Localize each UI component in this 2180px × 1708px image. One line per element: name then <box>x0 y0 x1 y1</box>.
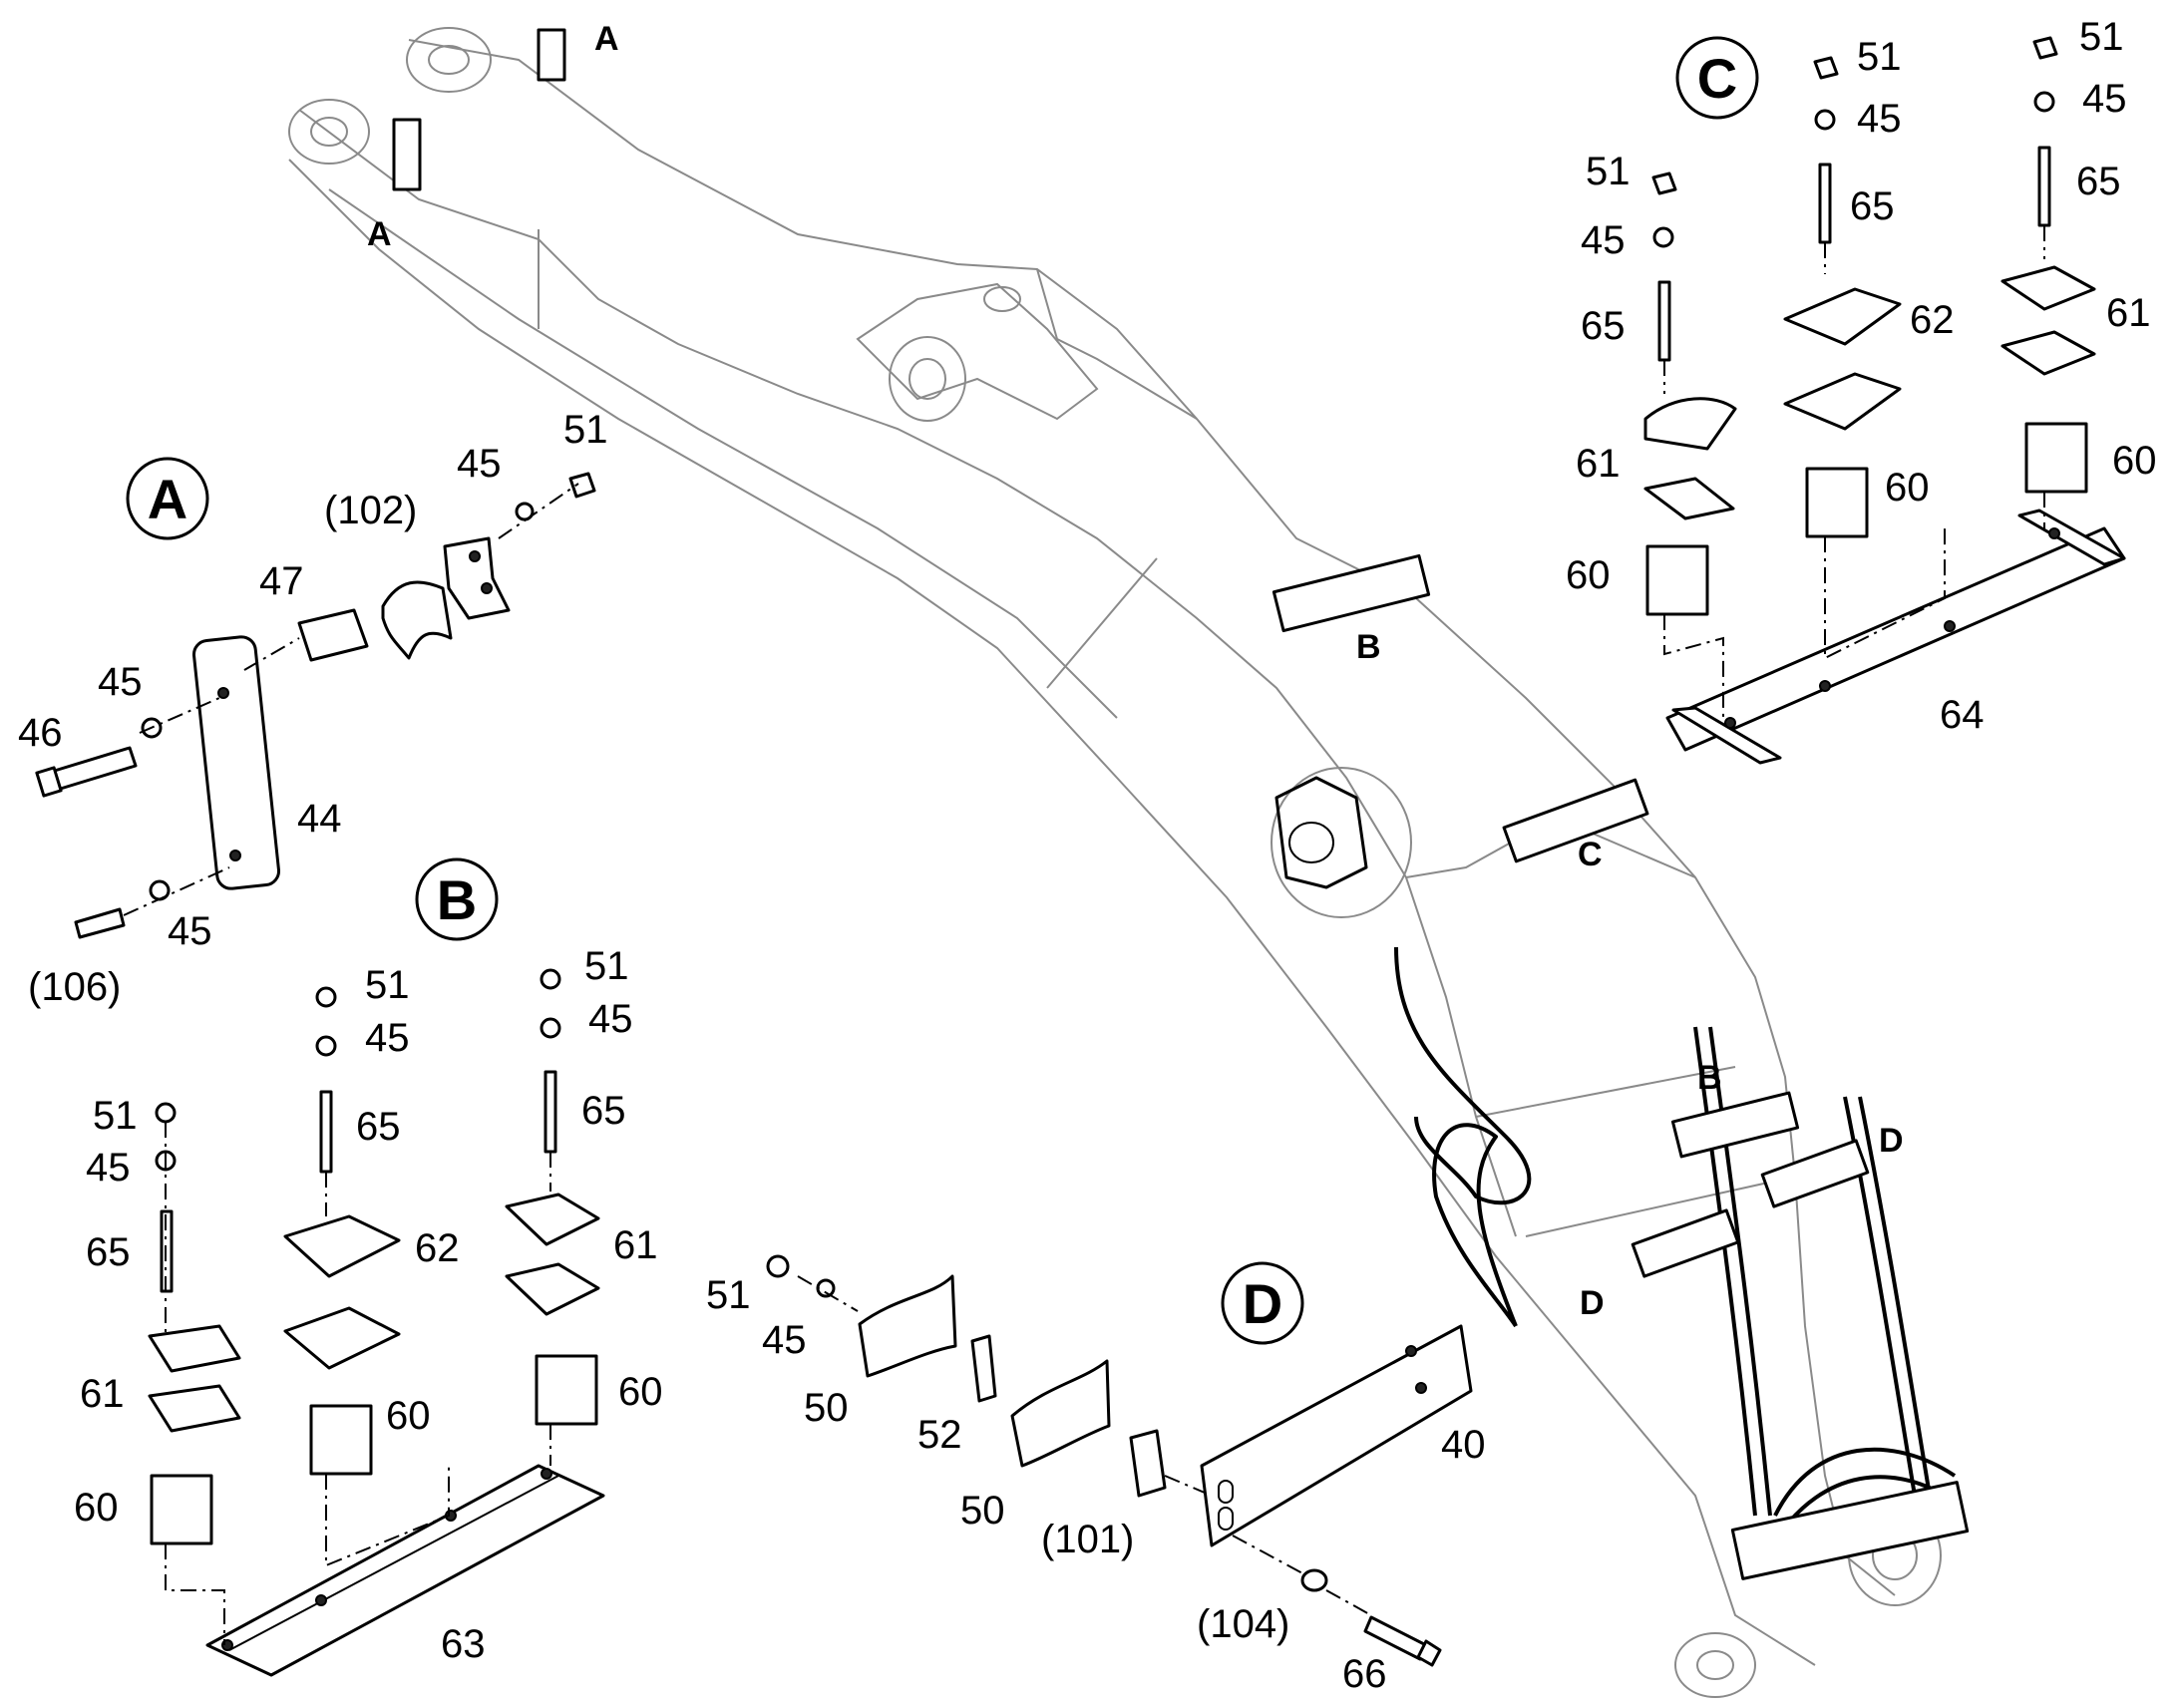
detail-c-label: 64 <box>1940 693 1985 737</box>
boom-tag-d: D <box>1580 1284 1605 1322</box>
boom-tag-b: B <box>1697 1059 1722 1097</box>
boom-tag-a: A <box>594 20 619 58</box>
detail-a-label: 45 <box>98 660 143 704</box>
boom-tag-a: A <box>367 215 392 253</box>
detail-d-label: 45 <box>762 1318 807 1362</box>
detail-b-label: 63 <box>441 1622 486 1666</box>
detail-c-label: 51 <box>1586 150 1631 193</box>
boom-tag-c: C <box>1578 836 1603 873</box>
detail-a-label: (102) <box>324 489 417 532</box>
detail-d-label: (104) <box>1197 1602 1289 1646</box>
detail-c-label: 65 <box>1850 184 1895 228</box>
detail-b-label: 61 <box>613 1223 658 1267</box>
detail-b-label: 60 <box>74 1486 119 1530</box>
detail-c-label: 62 <box>1910 298 1955 342</box>
detail-a-parts <box>35 472 596 939</box>
detail-b-label: 51 <box>93 1094 138 1138</box>
detail-b-label: 61 <box>80 1372 125 1416</box>
detail-b-label: 65 <box>581 1089 626 1133</box>
detail-a-label: 45 <box>457 442 502 486</box>
detail-c-label: 61 <box>2106 291 2151 335</box>
detail-b-label: 51 <box>584 944 629 988</box>
svg-text:A: A <box>148 468 187 530</box>
svg-text:C: C <box>1697 47 1737 110</box>
detail-d-label: 66 <box>1342 1652 1387 1696</box>
detail-marker-b: B <box>415 857 499 941</box>
detail-c-label: 65 <box>1581 304 1626 348</box>
detail-d-label: 52 <box>917 1413 962 1457</box>
detail-c-label: 65 <box>2076 160 2121 203</box>
detail-a-label: 45 <box>168 909 212 953</box>
detail-c-label: 60 <box>2112 439 2157 483</box>
detail-a-label: 47 <box>259 559 304 603</box>
detail-b-label: 45 <box>588 997 633 1041</box>
detail-marker-a: A <box>126 457 209 540</box>
detail-c-label: 60 <box>1885 466 1930 510</box>
detail-d-label: (101) <box>1041 1518 1134 1561</box>
detail-b-label: 60 <box>618 1370 663 1414</box>
detail-b-label: 62 <box>415 1226 460 1270</box>
detail-c-label: 45 <box>2082 77 2127 121</box>
detail-marker-c: C <box>1675 36 1759 120</box>
detail-c-label: 51 <box>2079 15 2124 59</box>
detail-c-label: 60 <box>1566 553 1611 597</box>
detail-b-label: 51 <box>365 963 410 1007</box>
detail-b-label: 45 <box>365 1016 410 1060</box>
detail-d-label: 40 <box>1441 1423 1486 1467</box>
detail-marker-d: D <box>1221 1261 1304 1345</box>
detail-d-label: 50 <box>960 1489 1005 1533</box>
detail-b-label: 60 <box>386 1394 431 1438</box>
detail-b-label: 65 <box>86 1230 131 1274</box>
boom-structure <box>288 27 1970 1698</box>
detail-b-parts <box>148 968 605 1677</box>
detail-d-label: 50 <box>804 1386 849 1430</box>
detail-a-label: 46 <box>18 711 63 755</box>
detail-c-label: 45 <box>1581 218 1626 262</box>
detail-c-label: 51 <box>1857 35 1902 79</box>
detail-d-parts <box>766 1254 1473 1667</box>
detail-b-label: 45 <box>86 1146 131 1190</box>
boom-tag-b: B <box>1356 628 1381 666</box>
detail-a-label: 51 <box>563 408 608 452</box>
svg-text:B: B <box>437 868 477 931</box>
svg-text:D: D <box>1243 1272 1282 1335</box>
detail-c-label: 61 <box>1576 442 1621 486</box>
detail-a-label: 44 <box>297 797 342 841</box>
detail-b-label: 65 <box>356 1105 401 1149</box>
detail-a-label: (106) <box>28 965 121 1009</box>
detail-d-label: 51 <box>706 1273 751 1317</box>
boom-tag-d: D <box>1879 1122 1904 1160</box>
detail-c-parts <box>1643 36 2126 765</box>
detail-c-label: 45 <box>1857 97 1902 141</box>
